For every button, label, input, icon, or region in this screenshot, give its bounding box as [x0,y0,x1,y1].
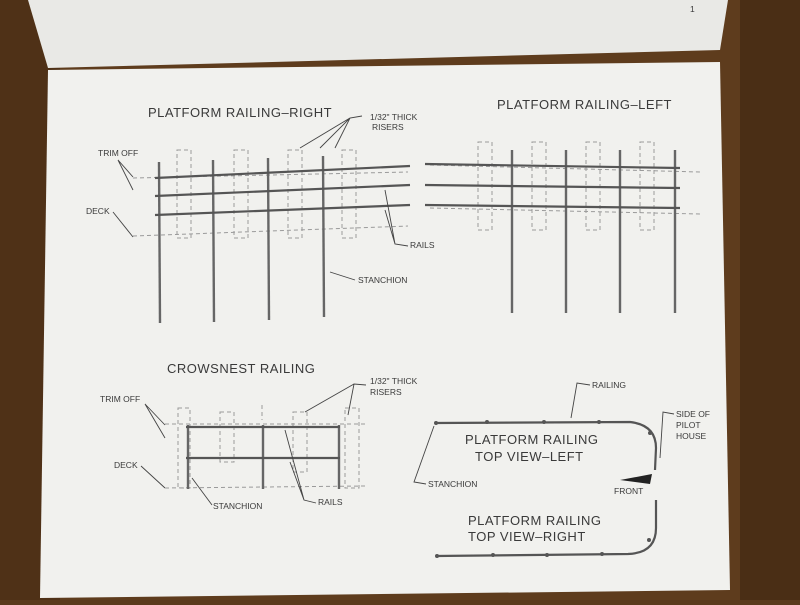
riser-note-line2: RISERS [372,122,404,132]
riser [219,411,235,463]
deck-line [132,225,409,237]
stanchion-dot [542,420,546,424]
rail [424,183,681,190]
rail [424,162,681,170]
stanchion-dot [435,554,439,558]
riser [292,411,308,473]
stanchion-dot [648,431,652,435]
riser-leaders [299,115,363,149]
railing-label: RAILING [592,380,626,390]
side-of-pilot-house-line2: PILOT [676,420,701,430]
stanchion [211,159,216,323]
platform-right-title: PLATFORM RAILING–RIGHT [148,105,332,120]
crowsnest-stanchion-label: STANCHION [213,501,262,511]
top-view-right: PLATFORM RAILING TOP VIEW–RIGHT [435,500,658,558]
front-label: FRONT [614,486,643,496]
top-view-left: RAILING SIDE OF PILOT HOUSE PLATFORM RAI… [413,380,710,496]
crowsnest-deck-leader [140,465,166,489]
top-view-left-line1: PLATFORM RAILING [465,432,598,447]
platform-left-title: PLATFORM RAILING–LEFT [497,97,672,112]
riser [639,141,655,231]
top-view-right-line1: PLATFORM RAILING [468,513,601,528]
riser-note-line1: 1/32" THICK [370,112,418,122]
crowsnest-rails-leaders [284,429,317,504]
deck-leader [112,211,134,238]
rail [424,203,681,210]
stanchion [321,155,326,318]
riser [344,407,360,489]
platform-railing-right: PLATFORM RAILING–RIGHT 1/32" THICK RISER… [86,105,435,324]
rail [154,183,411,198]
rail [154,203,411,217]
stanchion [266,157,271,321]
rail [154,164,411,180]
railing-leader [570,382,591,419]
crowsnest-trim-leaders [144,403,166,439]
stanchion-leader [329,271,356,281]
crowsnest-riser-note-line2: RISERS [370,387,402,397]
riser [341,149,357,239]
stanchion-dot [485,420,489,424]
stanchion-dot [600,552,604,556]
platform-railing-left: PLATFORM RAILING–LEFT [424,97,701,313]
wood-shadow-right [740,0,800,600]
top-view-left-railing [434,420,658,471]
riser [233,149,249,239]
page-number: 1 [690,4,695,14]
crowsnest-rails-label: RAILS [318,497,343,507]
stanchion-dot [545,553,549,557]
top-view-stanchion-leader [413,425,435,485]
crowsnest-deck-label: DECK [114,460,138,470]
stanchion [157,161,162,324]
paper-page [40,62,730,598]
stanchion-dot [491,553,495,557]
top-view-left-line2: TOP VIEW–LEFT [475,449,584,464]
previous-page [28,0,728,68]
rails-label: RAILS [410,240,435,250]
crowsnest-riser-leaders [304,383,367,416]
front-arrow-icon [620,474,652,484]
crowsnest-railing: CROWSNEST RAILING 1/32" THICK RISERS TRI… [100,361,418,511]
side-of-pilot-house-line3: HOUSE [676,431,707,441]
crowsnest-title: CROWSNEST RAILING [167,361,315,376]
deck-line [164,485,366,489]
top-view-stanchion-label: STANCHION [428,479,477,489]
top-view-right-railing [435,500,658,558]
riser [177,407,191,489]
deck-label: DECK [86,206,110,216]
side-leader [659,411,675,459]
trim-off-leaders [117,159,134,191]
stanchion-dot [434,421,438,425]
trim-off-label: TRIM OFF [98,148,138,158]
crowsnest-stanchion-leader [191,477,213,506]
crowsnest-trim-off-label: TRIM OFF [100,394,140,404]
top-view-right-line2: TOP VIEW–RIGHT [468,529,586,544]
stanchion-label: STANCHION [358,275,407,285]
side-of-pilot-house-line1: SIDE OF [676,409,710,419]
stanchion-dot [647,538,651,542]
stanchion-dot [597,420,601,424]
crowsnest-riser-note-line1: 1/32" THICK [370,376,418,386]
rails-leaders [384,189,409,247]
riser [287,149,303,239]
